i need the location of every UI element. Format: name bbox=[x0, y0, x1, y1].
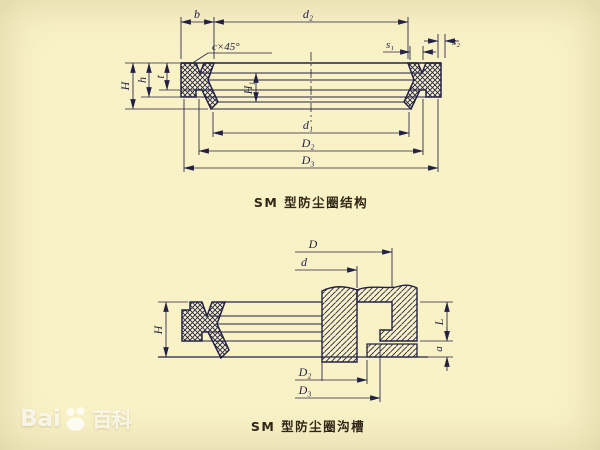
dim-label-s1: s₁ bbox=[386, 39, 394, 51]
dim-label-D: D bbox=[308, 237, 318, 251]
dim-label-s2: s₂ bbox=[452, 36, 460, 48]
bottom-diagram: D d H L a D₂ D₃ SM 型防尘圈沟槽 bbox=[151, 237, 453, 434]
dim-label-D3-groove: D₃ bbox=[298, 383, 312, 397]
dim-label-t: t bbox=[153, 75, 167, 79]
housing-lower-strip bbox=[366, 343, 418, 358]
dim-label-D3-top: D₃ bbox=[301, 153, 315, 167]
dim-label-H-groove: H bbox=[151, 324, 165, 335]
bottom-dimension-labels: D d H L a D₂ D₃ bbox=[151, 237, 446, 397]
dim-label-L: L bbox=[432, 318, 446, 326]
dim-label-chamfer: c×45° bbox=[212, 41, 240, 53]
dim-label-a: a bbox=[433, 346, 445, 352]
top-dimension-labels: b d₂ s₁ s₂ c×45° H h t H₁ d₁ D₂ D₃ bbox=[118, 7, 460, 167]
dim-label-d1: d₁ bbox=[303, 118, 313, 132]
gland-block bbox=[321, 286, 358, 363]
seal-section-right bbox=[403, 62, 442, 111]
housing-block bbox=[356, 284, 418, 342]
top-dimension-lines bbox=[125, 17, 459, 172]
seal-section-left bbox=[180, 62, 219, 111]
watermark-text-baike: 百科 bbox=[91, 408, 132, 432]
dim-label-H: H bbox=[118, 80, 132, 91]
dim-label-h: h bbox=[135, 77, 149, 83]
caption-top: SM 型防尘圈结构 bbox=[254, 195, 368, 210]
dim-label-d: d bbox=[301, 255, 308, 269]
dim-label-D2-top: D₂ bbox=[301, 136, 315, 150]
watermark-text-bai: Bai bbox=[20, 405, 61, 432]
dim-label-D2-groove: D₂ bbox=[298, 365, 312, 379]
baidu-watermark: Bai 百科 bbox=[20, 404, 132, 433]
top-seal-edges bbox=[181, 62, 441, 110]
top-diagram: b d₂ s₁ s₂ c×45° H h t H₁ d₁ D₂ D₃ SM 型防… bbox=[118, 7, 460, 210]
bottom-dimension-lines bbox=[158, 248, 453, 402]
dim-label-b: b bbox=[194, 7, 200, 21]
groove-seal-section bbox=[181, 301, 230, 360]
paw-icon bbox=[66, 406, 85, 431]
dim-label-H1: H₁ bbox=[241, 82, 255, 96]
caption-bottom: SM 型防尘圈沟槽 bbox=[251, 419, 365, 434]
dim-label-d2: d₂ bbox=[303, 7, 313, 21]
